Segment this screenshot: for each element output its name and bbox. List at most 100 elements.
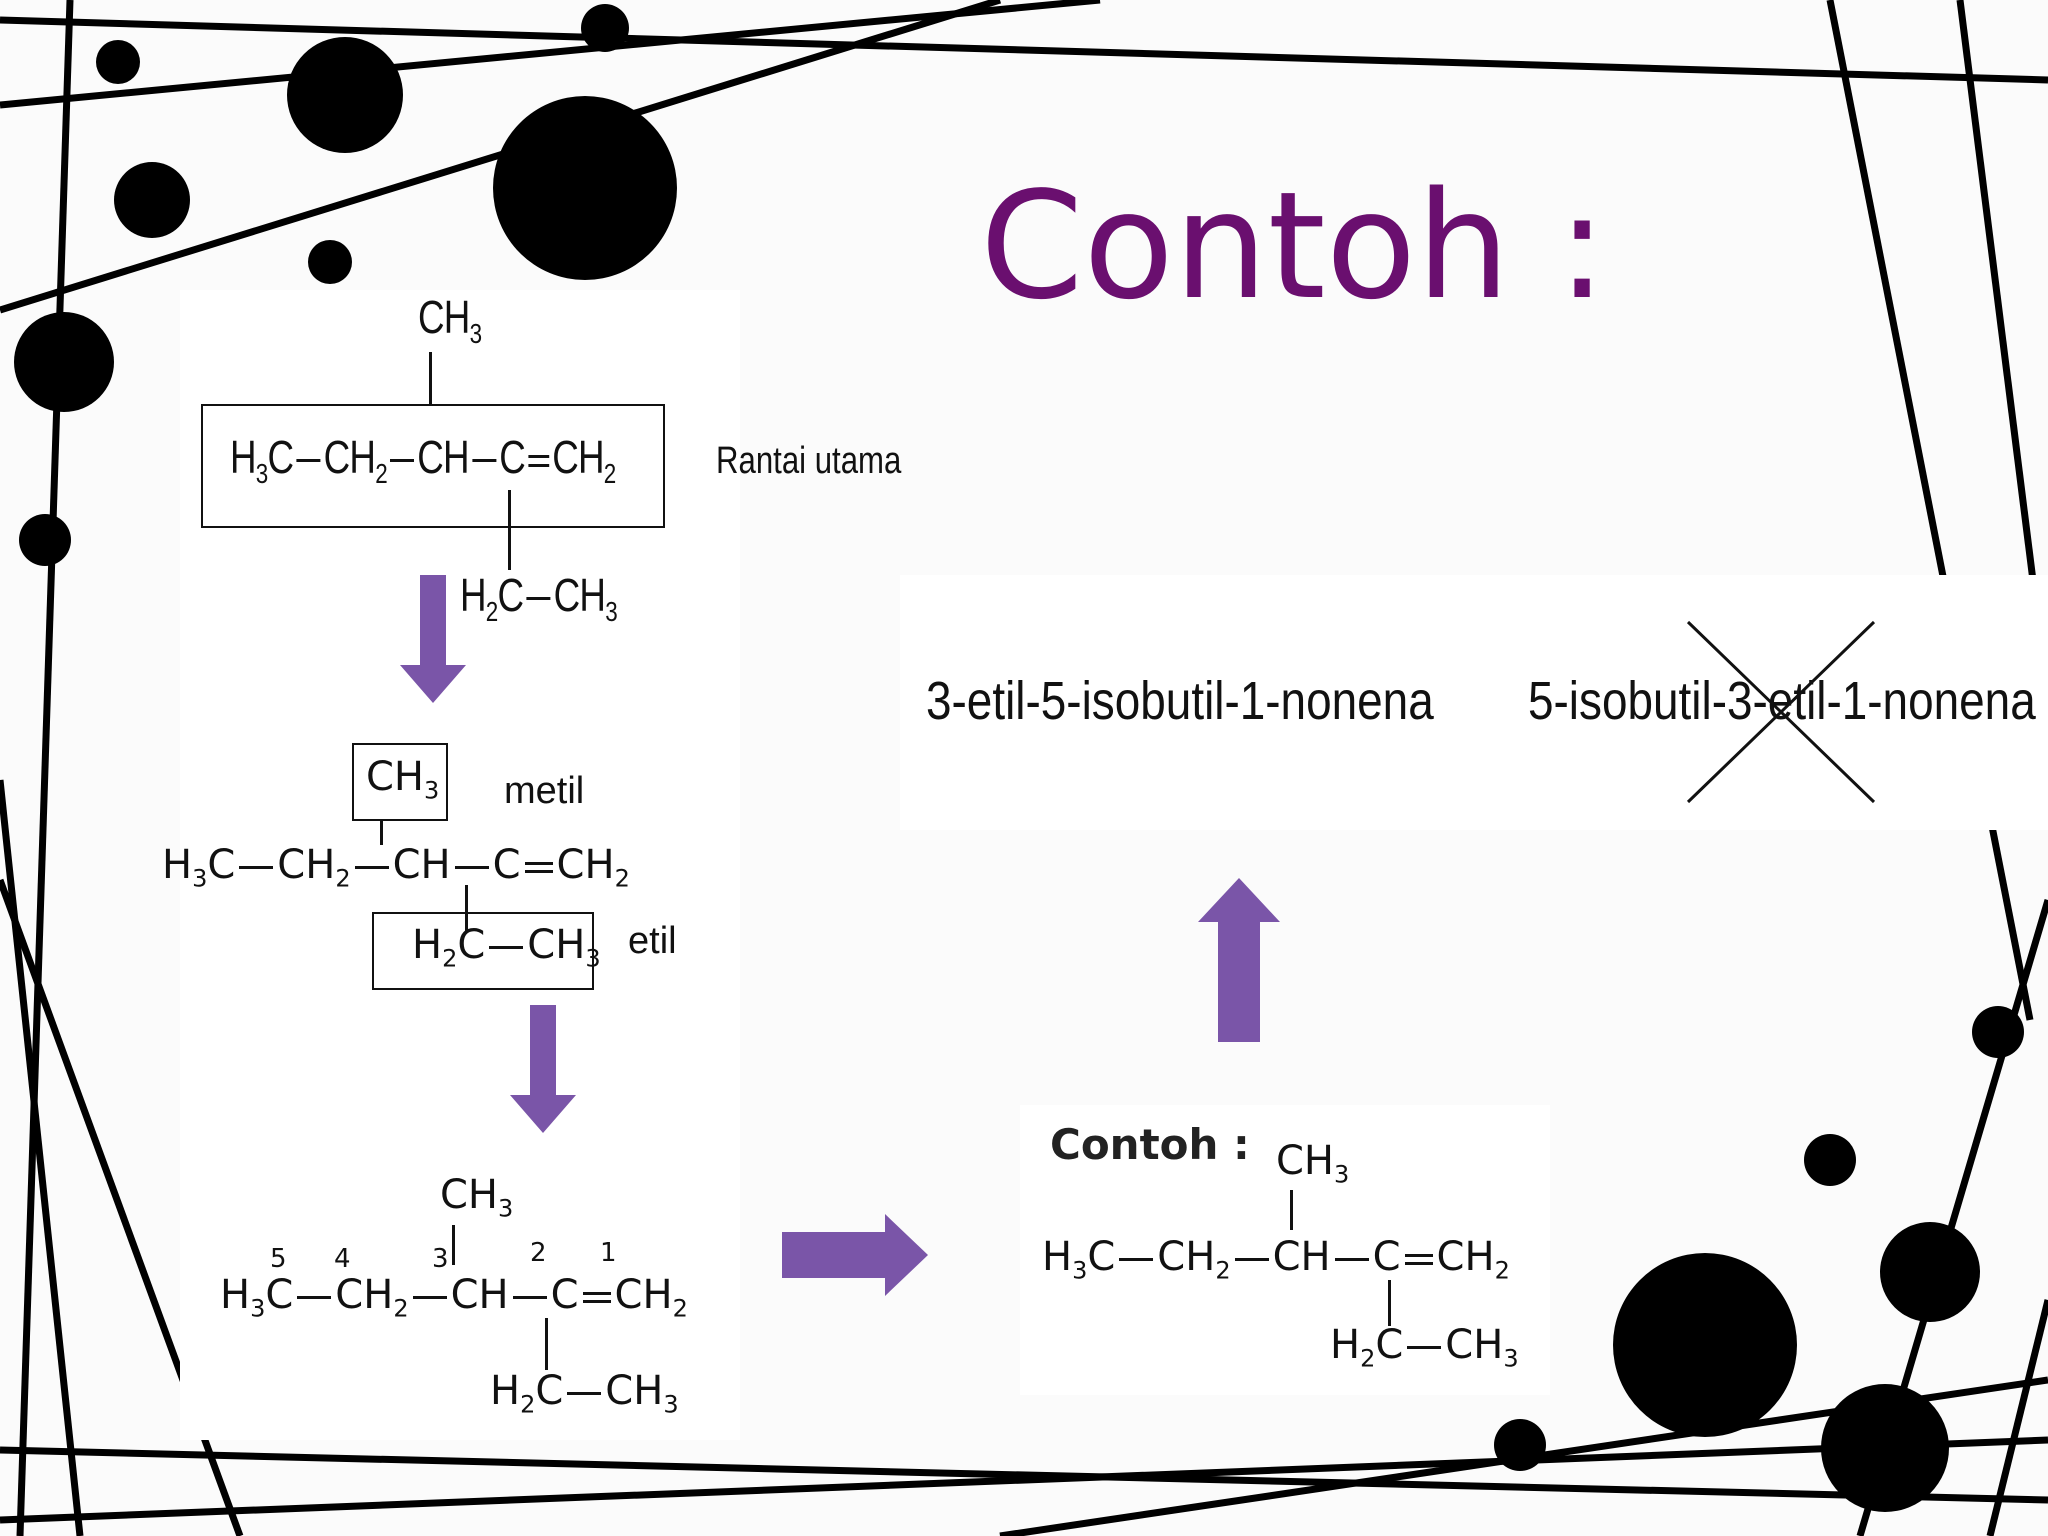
formula-text: C [267, 431, 294, 483]
bond-line [380, 821, 383, 845]
formula-subscript: 2 [1494, 1256, 1510, 1285]
cross-out-icon [1686, 620, 1876, 804]
deco-dot [1821, 1384, 1949, 1512]
formula-text: CH [605, 1368, 664, 1414]
formula-text: C [1372, 1234, 1401, 1280]
deco-dot [96, 40, 140, 84]
deco-dot [287, 37, 403, 153]
bond-line [1388, 1280, 1391, 1326]
formula-subscript: 2 [520, 1390, 536, 1419]
diagram-panel [180, 290, 740, 1440]
bond-line [465, 885, 468, 931]
main-chain-label: Rantai utama [716, 440, 902, 482]
ethyl-box [372, 912, 594, 990]
formula-text: C [457, 922, 486, 968]
formula-text: CH [1445, 1322, 1504, 1368]
formula-text: C [1087, 1234, 1116, 1280]
formula-subscript: 3 [498, 1194, 514, 1223]
arrow-right-icon [782, 1214, 928, 1296]
formula-subscript: 3 [250, 1294, 266, 1323]
single-bond [354, 865, 389, 869]
formula-subscript: 3 [1334, 1160, 1350, 1189]
bond-line [1290, 1190, 1293, 1230]
names-panel [900, 575, 2048, 830]
deco-dot [581, 4, 629, 52]
formula-text: CH [552, 431, 604, 483]
example-branch-top: CH3 [1276, 1138, 1349, 1188]
formula-subscript: 3 [424, 776, 440, 805]
formula-text: C [550, 1272, 579, 1318]
formula-text: C [265, 1272, 294, 1318]
deco-dot [1880, 1222, 1980, 1322]
carbon-number: 4 [334, 1244, 351, 1274]
formula-subscript: 3 [605, 595, 617, 627]
formula-text: CH [450, 1272, 509, 1318]
formula-text: C [499, 431, 526, 483]
double-bond [1404, 1253, 1433, 1265]
formula-text: CH [614, 1272, 673, 1318]
example-heading: Contoh : [1050, 1120, 1250, 1169]
formula-text: CH [440, 1172, 499, 1218]
single-bond [567, 1391, 602, 1395]
bond-line [429, 352, 432, 404]
formula-text: CH [553, 569, 606, 621]
deco-dot [114, 162, 190, 238]
formula-text: H [1330, 1322, 1361, 1368]
deco-dot [1804, 1134, 1856, 1186]
single-bond [239, 865, 274, 869]
example-panel [1020, 1105, 1550, 1395]
formula-text: CH [366, 754, 425, 800]
methyl-label: metil [504, 770, 585, 812]
formula-subscript: 3 [585, 944, 601, 973]
formula-subscript: 2 [335, 864, 351, 893]
carbon-number: 5 [270, 1244, 287, 1274]
formula-text: CH [323, 431, 376, 483]
formula-text: C [207, 842, 236, 888]
carbon-number: 2 [530, 1238, 547, 1268]
correct-name: 3-etil-5-isobutil-1-nonena [926, 671, 1434, 731]
formula-subscript: 3 [255, 457, 268, 489]
formula-text: H [490, 1368, 521, 1414]
deco-line [0, 0, 1101, 109]
formula-text: H [1042, 1234, 1073, 1280]
formula-text: H [220, 1272, 251, 1318]
single-bond [1234, 1257, 1269, 1261]
single-bond [412, 1295, 447, 1299]
formula-text: CH [418, 291, 470, 343]
single-bond [526, 597, 551, 601]
formula-text: H [230, 431, 257, 483]
formula-subscript: 2 [603, 457, 616, 489]
double-bond [582, 1291, 611, 1303]
formula-text: CH [417, 431, 469, 483]
formula-text: C [1375, 1322, 1404, 1368]
formula-text: CH [1436, 1234, 1495, 1280]
single-bond [1407, 1345, 1442, 1349]
formula-text: C [535, 1368, 564, 1414]
formula-subscript: 2 [485, 595, 498, 627]
deco-dot [14, 312, 114, 412]
single-bond [1334, 1257, 1369, 1261]
formula-text: CH [527, 922, 586, 968]
formula-subscript: 2 [614, 864, 630, 893]
slide-title: Contoh : [980, 160, 1607, 332]
carbon-number: 3 [432, 1244, 449, 1274]
formula-text: CH [277, 842, 336, 888]
single-bond [512, 1295, 547, 1299]
formula-text: CH [1276, 1138, 1335, 1184]
formula-subscript: 2 [672, 1294, 688, 1323]
formula-text: CH [392, 842, 451, 888]
formula-text: CH [556, 842, 615, 888]
deco-dot [493, 96, 677, 280]
deco-dot [1494, 1419, 1546, 1471]
single-bond [296, 459, 321, 463]
deco-line [16, 0, 74, 1536]
methyl-box [352, 743, 448, 821]
